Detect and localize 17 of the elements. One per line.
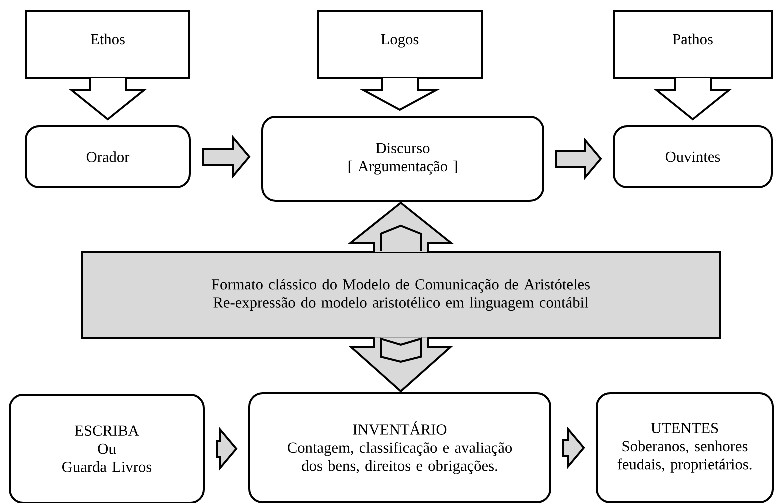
- block-arrow: [556, 137, 602, 181]
- process-box: ESCRIBA Ou Guarda Livros: [9, 394, 205, 503]
- info-band: Formato clássico do Modelo de Comunicação de Aristóteles Re-expressão do modelo aristotélico em linguagem contábil: [81, 251, 721, 339]
- block-arrow: [360, 77, 440, 112]
- block-arrow: [562, 426, 586, 470]
- block-arrow: [654, 77, 732, 121]
- process-box: Orador: [25, 126, 191, 188]
- process-box: INVENTÁRIO Contagem, classificação e avaliação dos bens, direitos e obrigações.: [248, 392, 552, 503]
- process-box: Ouvintes: [613, 126, 773, 188]
- block-arrow: [69, 77, 147, 121]
- callout-box: Pathos: [613, 10, 773, 80]
- callout-box: Ethos: [26, 10, 190, 80]
- callout-box: Logos: [317, 10, 483, 80]
- process-box: Discurso [ Argumentação ]: [262, 116, 544, 202]
- block-arrow: [202, 135, 251, 179]
- block-arrow: [216, 427, 238, 471]
- process-box: UTENTES Soberanos, senhores feudais, proprietários.: [596, 392, 774, 503]
